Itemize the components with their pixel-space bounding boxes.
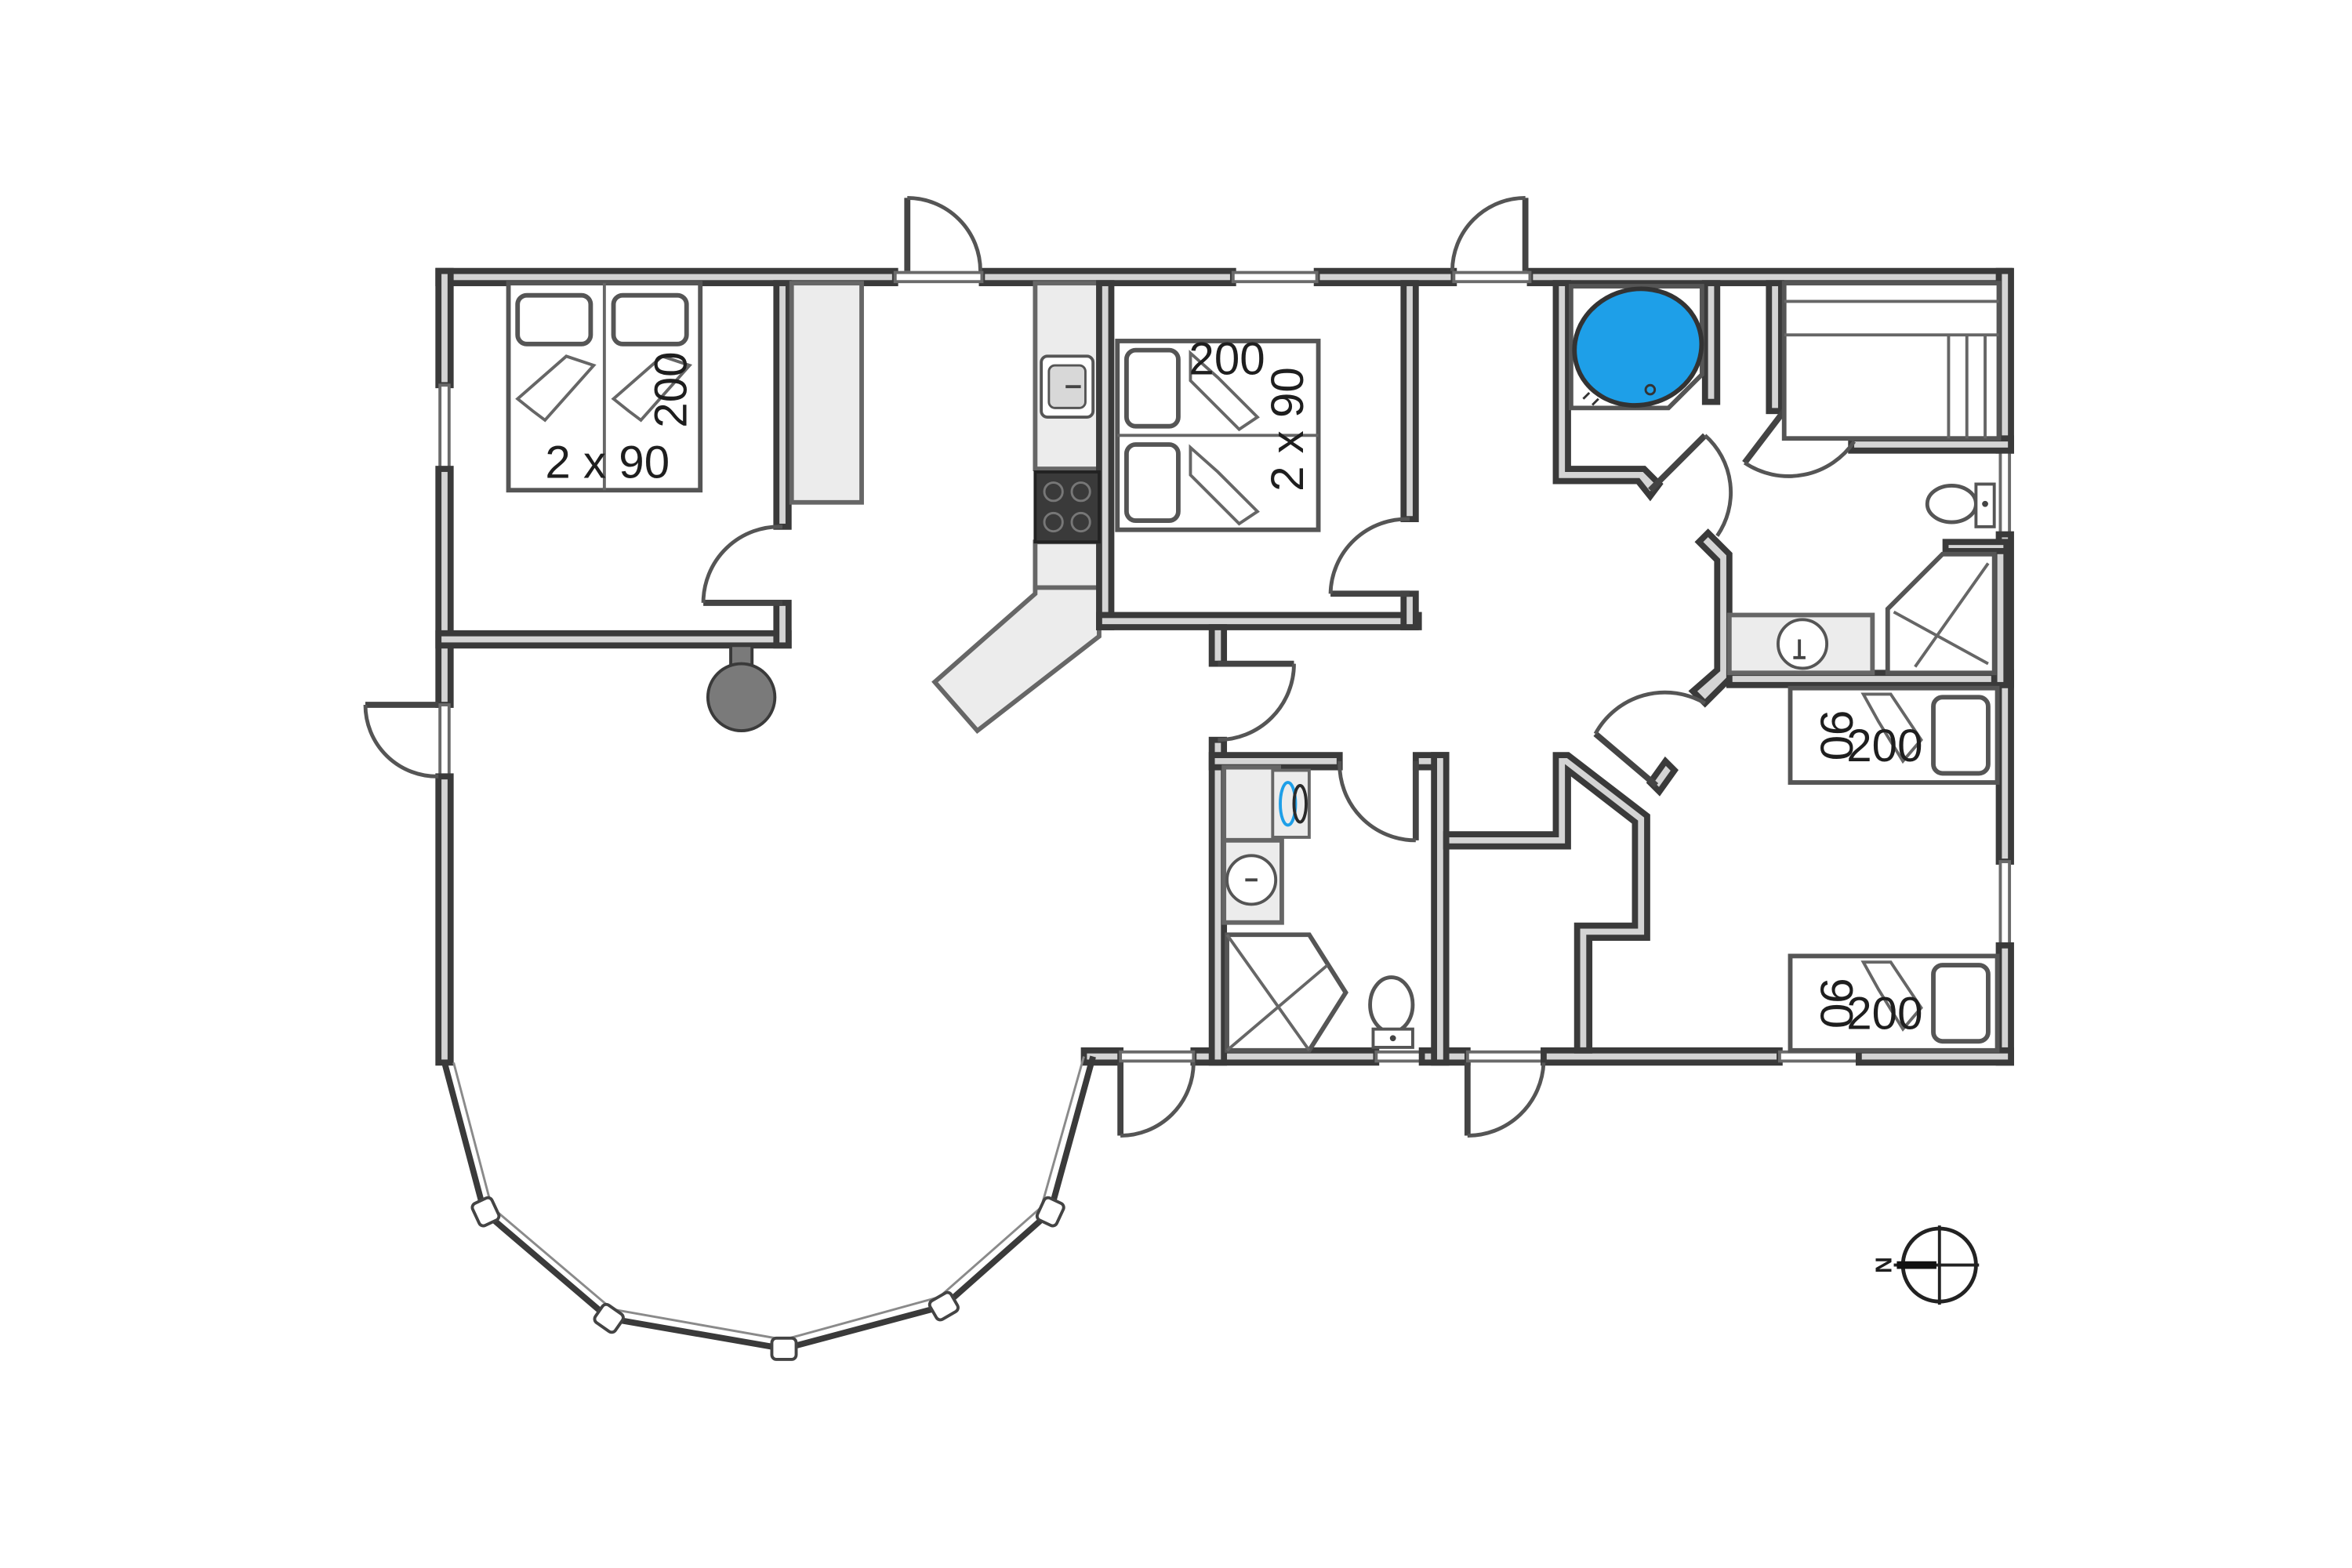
bedroom-1-bed-length: 200	[646, 351, 697, 427]
toilet-icon	[1925, 482, 1996, 528]
window-frame	[927, 1290, 960, 1322]
bedroom-3-door[interactable]	[1593, 690, 1706, 788]
east-wall	[1995, 942, 2014, 1066]
bedroom-1-east-wall	[773, 600, 792, 649]
west-wall	[435, 466, 454, 708]
west-wall	[435, 773, 454, 1066]
stove-icon	[1033, 470, 1101, 544]
bathroom-1-door[interactable]	[1338, 760, 1419, 843]
washer-icon	[1271, 768, 1311, 839]
conservatory	[441, 1055, 1096, 1361]
bedroom-2-east-wall	[1400, 280, 1419, 523]
hall-door[interactable]	[1218, 660, 1296, 742]
bed-width: 90	[1810, 710, 1861, 760]
bathroom-1-east-wall	[1431, 752, 1450, 1066]
bathroom-2-west-wall	[1688, 528, 1733, 708]
window-frame	[593, 1302, 625, 1334]
sink-icon	[1040, 354, 1095, 419]
sauna-bench	[1781, 281, 2002, 441]
single-bed-upper: 90 200	[1788, 685, 2000, 785]
bedroom-2-west-wall	[1096, 280, 1115, 630]
window	[1374, 1050, 1424, 1063]
entrance-door-north-east[interactable]	[1450, 196, 1529, 271]
window	[1998, 860, 2012, 947]
bathroom-1	[1221, 764, 1415, 1053]
pillow	[515, 292, 593, 347]
shower-icon	[1225, 932, 1348, 1053]
bed-length: 200	[1846, 720, 1922, 771]
pillow	[1123, 442, 1181, 523]
window	[1777, 1050, 1860, 1063]
bedroom-2: 200 2 x 90	[1115, 334, 1321, 532]
entrance-door-north[interactable]	[904, 196, 982, 271]
window	[1231, 270, 1319, 284]
sink-icon	[1225, 854, 1278, 906]
terrace-door-south-east[interactable]	[1464, 1062, 1546, 1138]
bedroom-2-bed-size: 2 x 90	[1262, 367, 1313, 492]
bathroom-2	[1726, 482, 1997, 676]
terrace-door-south[interactable]	[1117, 1062, 1196, 1138]
compass-icon: N	[1870, 1225, 1980, 1305]
stepped-wall	[1443, 752, 1650, 1054]
shower-wall	[1942, 539, 2010, 554]
bedroom-1-east-wall	[773, 280, 792, 530]
wardrobe	[789, 281, 864, 505]
cabinet	[1221, 764, 1281, 843]
sauna	[1781, 281, 2002, 441]
bed-width: 90	[1810, 978, 1861, 1029]
north-wall	[1313, 267, 1457, 287]
bed-length: 200	[1846, 989, 1922, 1040]
shower-icon	[1885, 551, 1997, 676]
window	[1998, 448, 2012, 536]
kitchen-counter-angled	[931, 585, 1102, 735]
hall-wall	[1208, 624, 1228, 667]
window	[1465, 1050, 1545, 1063]
window-frame	[470, 1196, 501, 1228]
spa-room-east-wall	[1701, 280, 1721, 405]
window	[438, 703, 451, 779]
window	[1452, 270, 1532, 284]
single-bed-lower: 90 200	[1788, 953, 2000, 1053]
entrance-door-west[interactable]	[363, 702, 439, 779]
doors[interactable]	[363, 196, 1857, 1138]
compass-north-label: N	[1870, 1257, 1895, 1273]
window-frame	[1035, 1196, 1065, 1228]
sauna-west-wall	[1766, 280, 1784, 415]
toilet-icon	[1368, 975, 1415, 1049]
bedroom-1-bed-size: 2 x 90	[545, 437, 670, 488]
spa-room	[1568, 284, 1704, 411]
bedroom-2-south-wall	[1096, 612, 1422, 630]
west-wall	[435, 267, 454, 389]
bedroom-3: 90 200 90 200	[1788, 685, 2000, 1053]
bedroom-2-door[interactable]	[1328, 517, 1410, 597]
bedroom-2-east-wall	[1400, 590, 1419, 630]
pillow	[1123, 347, 1181, 429]
window	[438, 383, 451, 470]
window	[1119, 1050, 1196, 1063]
sink-icon	[1777, 618, 1829, 670]
kitchen-counter	[1033, 539, 1102, 590]
spa-room-door[interactable]	[1648, 433, 1733, 537]
fireplace-icon	[706, 644, 777, 732]
bedroom-1-south-wall	[435, 630, 792, 649]
window	[893, 270, 984, 284]
bedroom-1-door[interactable]	[701, 524, 783, 606]
pillow	[611, 292, 689, 347]
spa-icon	[1572, 286, 1704, 408]
window-frame	[770, 1336, 798, 1361]
bedroom-1: 2 x 90 200	[506, 281, 864, 505]
bedroom-2-bed-length: 200	[1189, 334, 1265, 385]
